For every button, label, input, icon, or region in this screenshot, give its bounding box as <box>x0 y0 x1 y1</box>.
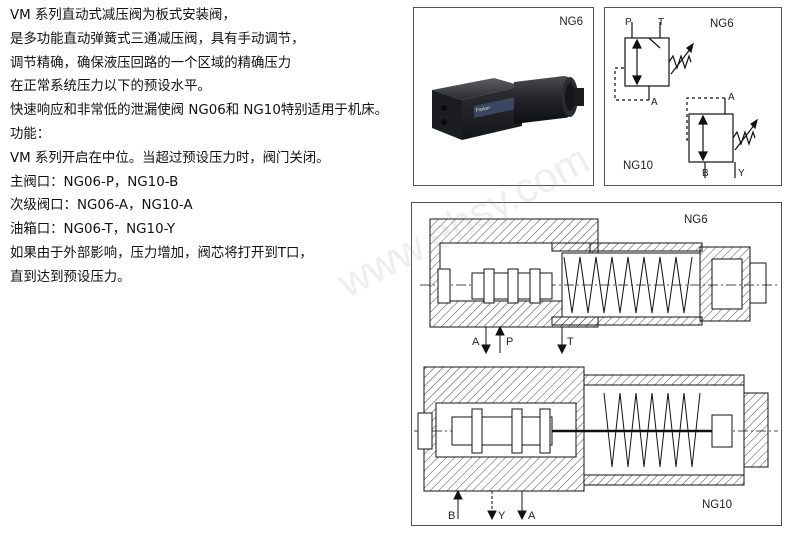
sectional-drawing-panel: NG6 NG10 A P T <box>411 202 782 526</box>
section-ng6-port-t: T <box>567 336 574 348</box>
section-ng6-port-p: P <box>506 336 513 348</box>
photo-panel-label: NG6 <box>559 16 583 28</box>
hydraulic-symbol-panel: NG6 NG10 P T A <box>604 7 782 186</box>
ng10-symbol <box>686 97 758 178</box>
description-line: VM 系列直动式减压阀为板式安装阀， <box>10 8 236 23</box>
section-ng6-port-a: A <box>472 336 480 348</box>
description-line: 直到达到预设压力。 <box>10 269 131 285</box>
description-line: 调节精确，确保液压回路的一个区域的精确压力 <box>10 55 292 71</box>
symbol-ng6-port-p: P <box>625 17 632 28</box>
description-line: VM 系列开启在中位。当超过预设压力时，阀门关闭。 <box>10 150 330 166</box>
symbol-ng6-label: NG6 <box>710 18 734 30</box>
section-ng10-port-b: B <box>448 510 455 522</box>
description-line: 主阀口：NG06-P，NG10-B <box>10 174 179 190</box>
description-line: 在正常系统压力以下的预设水平。 <box>10 79 211 95</box>
symbol-ng10-port-a: A <box>728 92 735 103</box>
ng6-symbol <box>614 22 694 101</box>
description-line: 次级阀口：NG06-A，NG10-A <box>10 198 193 214</box>
hydraulic-symbols: NG6 NG10 P T A <box>614 17 758 179</box>
brand-logo: Parker <box>475 105 491 114</box>
product-photo-panel: NG6 Parker <box>413 7 594 186</box>
symbol-ng10-label: NG10 <box>623 160 653 172</box>
section-ng10-port-a: A <box>528 510 536 522</box>
symbol-ng6-port-t: T <box>658 17 664 28</box>
description-line: 油箱口：NG06-T，NG10-Y <box>10 222 176 238</box>
description-line: 快速响应和非常低的泄漏使阀 NG06和 NG10特别适用于机床。 <box>10 103 388 119</box>
sectional-drawings: NG6 NG10 A P T <box>414 214 778 522</box>
ng6-section <box>420 218 778 355</box>
description-line: 如果由于外部影响，压力增加，阀芯将打开到T口， <box>10 245 313 261</box>
section-ng10-label: NG10 <box>702 499 732 511</box>
valve-photo: Parker <box>432 76 584 140</box>
section-ng10-port-y: Y <box>498 510 506 522</box>
symbol-ng10-port-y: Y <box>738 168 745 179</box>
section-ng6-label: NG6 <box>684 214 708 226</box>
symbol-ng10-port-b: B <box>702 168 709 179</box>
ng10-section <box>414 366 778 521</box>
description-line: 是多功能直动弹簧式三通减压阀，具有手动调节， <box>10 31 305 47</box>
description-text: VM 系列直动式减压阀为板式安装阀， 是多功能直动弹簧式三通减压阀，具有手动调节… <box>10 4 410 290</box>
symbol-ng6-port-a: A <box>651 97 658 108</box>
description-line: 功能： <box>10 126 51 142</box>
